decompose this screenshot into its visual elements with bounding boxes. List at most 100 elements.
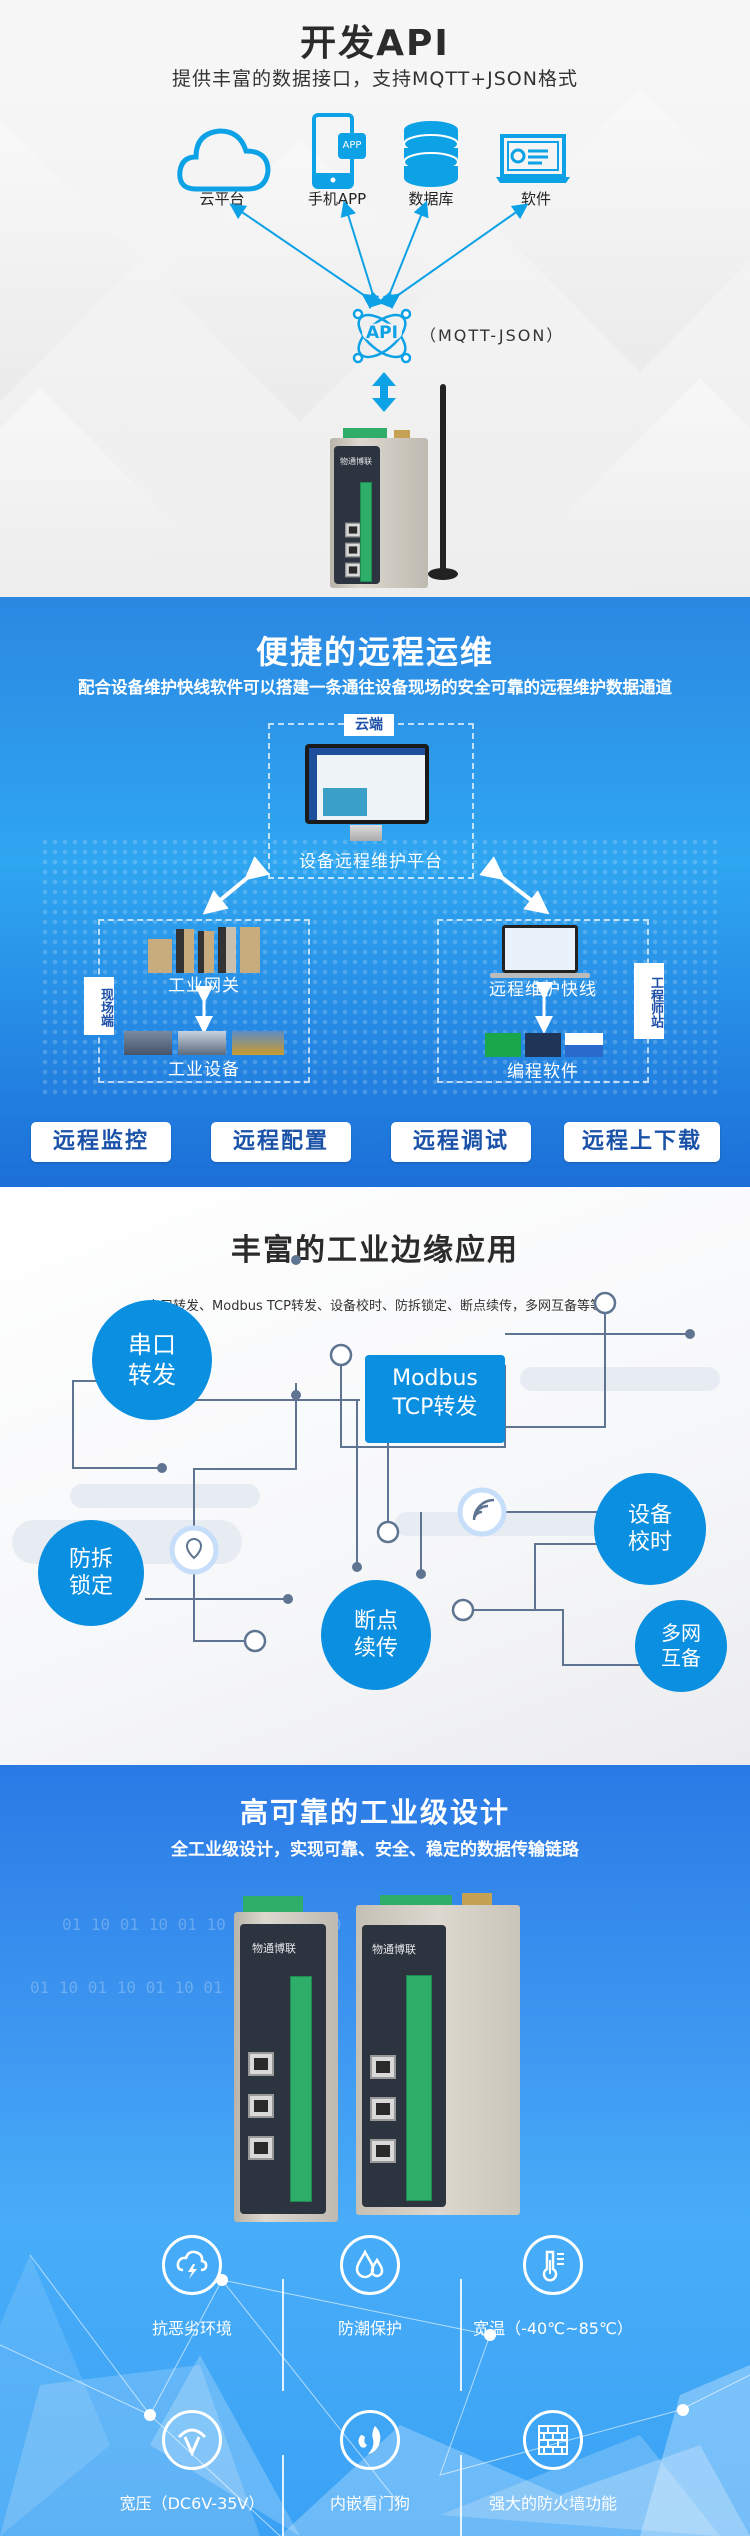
feature-wide-temp: 宽温（-40℃~85℃） — [463, 2235, 643, 2339]
resume-transfer-node: 断点 续传 — [321, 1580, 431, 1690]
gateway-device: 物通博联 — [330, 438, 428, 588]
cloud-band — [70, 1484, 260, 1508]
software-icon — [496, 134, 570, 183]
api-badge: API — [362, 323, 402, 343]
divider — [460, 2279, 462, 2391]
api-subtitle: 提供丰富的数据接口，支持MQTT+JSON格式 — [172, 68, 578, 90]
feature-watchdog: 内嵌看门狗 — [280, 2410, 460, 2514]
industrial-design-section: 高可靠的工业级设计 全工业级设计，实现可靠、安全、稳定的数据传输链路 01 10… — [0, 1765, 750, 2536]
remote-title: 便捷的远程运维 — [255, 633, 494, 671]
api-arrows — [229, 200, 529, 412]
node-dot — [416, 1569, 426, 1579]
edge-apps-section: 丰富的工业边缘应用 串口转发、Modbus TCP转发、设备校时、防拆锁定、断点… — [0, 1187, 750, 1765]
equipment-photo — [178, 1031, 226, 1055]
monitor-stand — [350, 825, 382, 841]
feature-label: 抗恶劣环境 — [151, 2319, 232, 2338]
edge-title: 丰富的工业边缘应用 — [231, 1233, 519, 1268]
ethernet-port — [248, 2052, 274, 2076]
feature-label: 宽温（-40℃~85℃） — [473, 2319, 633, 2338]
device-panel — [334, 446, 380, 584]
thermometer-icon — [523, 2235, 583, 2295]
ethernet-port — [370, 2055, 396, 2079]
laptop-icon — [502, 925, 578, 973]
feature-moisture: 防潮保护 — [280, 2235, 460, 2339]
design-subtitle: 全工业级设计，实现可靠、安全、稳定的数据传输链路 — [171, 1840, 579, 1860]
remote-config-button[interactable]: 远程配置 — [211, 1122, 351, 1162]
platform-screen — [309, 748, 425, 820]
feature-harsh-env: 抗恶劣环境 — [102, 2235, 282, 2339]
device-brand: 物通博联 — [372, 1943, 416, 1956]
device-angled: 物通博联 — [356, 1905, 520, 2215]
equipment-photo — [232, 1031, 284, 1055]
divider — [282, 2455, 284, 2536]
app-badge: APP — [338, 133, 366, 159]
terminal-strip — [290, 1976, 312, 2202]
feature-firewall: 强大的防火墙功能 — [463, 2410, 643, 2514]
node-ring — [451, 1598, 475, 1622]
design-title: 高可靠的工业级设计 — [239, 1796, 510, 1829]
ethernet-port — [345, 522, 361, 538]
equipment-label: 工业设备 — [168, 1060, 240, 1080]
node-ring — [243, 1629, 267, 1653]
terminal-block — [243, 1896, 303, 1912]
node-dot — [283, 1594, 293, 1604]
serial-forward-node: 串口 转发 — [92, 1300, 212, 1420]
polygon-background — [0, 2254, 750, 2536]
equipment-photo — [124, 1031, 172, 1055]
remote-debug-button[interactable]: 远程调试 — [391, 1122, 531, 1162]
node-ring — [329, 1343, 353, 1367]
feature-label: 强大的防火墙功能 — [488, 2494, 617, 2513]
software-thumb — [485, 1033, 521, 1057]
antenna-base — [428, 568, 458, 580]
software-thumb — [565, 1033, 603, 1057]
remote-updown-button[interactable]: 远程上下载 — [564, 1122, 720, 1162]
time-sync-node: 设备 校时 — [594, 1473, 706, 1585]
monitor-icon — [305, 744, 429, 824]
voltage-icon — [162, 2410, 222, 2470]
tamper-lock-node: 防拆 锁定 — [38, 1520, 144, 1626]
cloud-band — [520, 1367, 720, 1391]
cloud-icon — [177, 128, 271, 192]
ethernet-port — [345, 542, 361, 558]
modbus-line1: Modbus — [392, 1366, 478, 1391]
firewall-icon — [523, 2410, 583, 2470]
multi-network-node: 多网 互备 — [635, 1600, 727, 1692]
feature-label: 防潮保护 — [337, 2319, 402, 2338]
database-icon — [403, 121, 459, 187]
gateway-products — [148, 927, 260, 973]
device-brand: 物通博联 — [252, 1942, 296, 1955]
ethernet-port — [370, 2139, 396, 2163]
node-dot — [157, 1463, 167, 1473]
protocol-label: （MQTT-JSON） — [420, 326, 565, 345]
divider — [282, 2279, 284, 2391]
node-ring — [376, 1520, 400, 1544]
watchdog-icon — [340, 2410, 400, 2470]
software-thumb — [525, 1033, 561, 1057]
edge-subtitle: 串口转发、Modbus TCP转发、设备校时、防拆锁定、断点续传，多网互备等等 — [147, 1299, 603, 1314]
node-ring — [593, 1291, 617, 1315]
antenna-icon — [440, 384, 446, 574]
device-brand: 物通博联 — [340, 457, 372, 466]
laptop-base — [490, 973, 590, 978]
feature-label: 内嵌看门狗 — [329, 2494, 410, 2513]
node-dot — [352, 1562, 362, 1572]
feature-wide-voltage: 宽压（DC6V-35V） — [102, 2410, 282, 2514]
remote-subtitle: 配合设备维护快线软件可以搭建一条通往设备现场的安全可靠的远程维护数据通道 — [78, 678, 672, 697]
ethernet-port — [345, 562, 361, 578]
ethernet-port — [248, 2136, 274, 2160]
terminal-strip — [360, 482, 372, 582]
node-dot — [685, 1329, 695, 1339]
engineer-tag: 工程师站 — [634, 963, 664, 1039]
node-dot — [291, 1390, 301, 1400]
device-front: 物通博联 — [234, 1912, 338, 2222]
node-dot — [291, 1255, 301, 1265]
terminal-strip — [406, 1975, 432, 2201]
modbus-line2: TCP转发 — [392, 1394, 478, 1420]
api-section: 开发API 提供丰富的数据接口，支持MQTT+JSON格式 云平台 APP 手机… — [0, 0, 750, 597]
api-title: 开发API — [300, 23, 450, 64]
feature-label: 宽压（DC6V-35V） — [119, 2494, 265, 2513]
remote-monitor-button[interactable]: 远程监控 — [31, 1122, 171, 1162]
remote-arrows — [195, 856, 553, 1034]
location-pin-icon — [169, 1525, 219, 1575]
cloud-tag: 云端 — [344, 714, 394, 736]
